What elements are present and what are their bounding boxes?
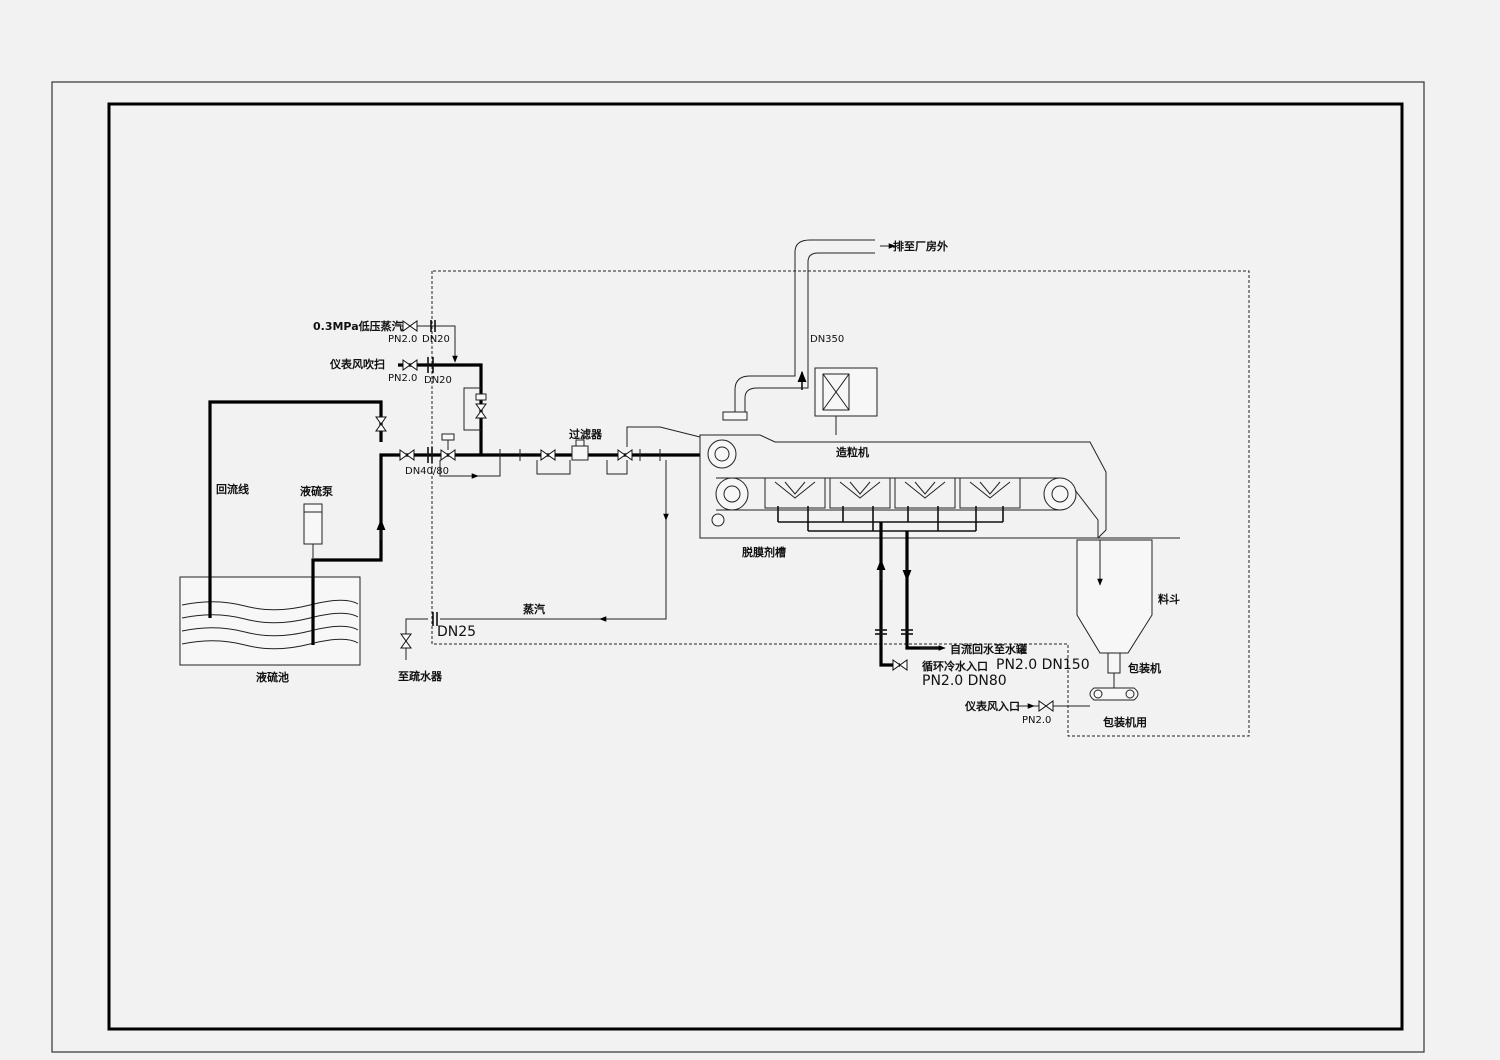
exhaust-fan-icon [814, 367, 878, 435]
cooling-manifold [777, 506, 1004, 532]
drain-valve-icon [400, 633, 412, 649]
inlet-valve-icon [399, 449, 415, 461]
purge-valve-icon [402, 359, 418, 371]
label-to-drain: 至疏水器 [398, 669, 443, 683]
label-for-packer: 包装机用 [1102, 715, 1147, 729]
filter-inlet-valve-icon [540, 449, 556, 461]
label-steam-valve-dn: DN20 [422, 334, 450, 345]
sulfur-pump [303, 503, 323, 558]
equipment-boundary [431, 270, 1250, 737]
packer-icon [1089, 652, 1139, 701]
outlet-branch-line [626, 426, 701, 440]
label-packer: 包装机 [1127, 661, 1161, 675]
return-valve-icon [375, 416, 387, 432]
exhaust-duct [722, 239, 896, 421]
steam-supply-line [400, 320, 458, 363]
filter-icon [571, 439, 589, 461]
sulfur-pool [179, 576, 361, 666]
pump-discharge-pipe [311, 453, 420, 645]
hopper [1076, 539, 1153, 654]
label-instrument-air-inlet: 仪表风入口 [964, 699, 1020, 713]
purge-supply-line [398, 357, 483, 455]
label-cooling-spec: PN2.0 DN80 [922, 673, 1007, 689]
label-steam: 蒸汽 [523, 602, 545, 616]
label-purge-valve-dn: DN20 [424, 375, 452, 386]
control-valve-actuator-icon [441, 433, 455, 450]
inner-frame [107, 102, 1404, 1031]
label-purge-valve-pn: PN2.0 [388, 373, 417, 384]
granulator [699, 434, 1180, 539]
label-sulfur-pool: 液硫池 [256, 670, 289, 684]
label-main-valve-dn: DN40/80 [405, 466, 449, 477]
outer-frame [51, 81, 1425, 1053]
label-sulfur-pump: 液硫泵 [300, 484, 333, 498]
label-return-line: 回流线 [216, 482, 249, 496]
air-inlet-valve-icon [1038, 700, 1054, 712]
label-gravity-return: 自流回水至水罐 [950, 642, 1027, 656]
purge-vertical-valve-icon [475, 403, 487, 419]
label-hopper: 料斗 [1158, 592, 1180, 606]
label-steam-dn: DN25 [437, 624, 476, 640]
main-sulfur-line [420, 447, 700, 463]
label-exhaust-outside: 排至厂房外 [893, 239, 948, 253]
purge-bypass [463, 387, 487, 431]
label-air-inlet-pn: PN2.0 [1022, 715, 1051, 726]
cooling-inlet-valve-icon [892, 659, 908, 671]
label-cooling-water-inlet: 循环冷水入口 [922, 659, 988, 673]
label-release-agent-tank: 脱膜剂槽 [742, 545, 786, 559]
label-exhaust-dn: DN350 [810, 334, 844, 345]
bypass-line [439, 460, 628, 479]
control-valve-icon [440, 449, 456, 461]
label-instrument-air-purge: 仪表风吹扫 [329, 357, 385, 371]
label-steam-valve-pn: PN2.0 [388, 334, 417, 345]
steam-valve-icon [402, 320, 418, 332]
label-granulator: 造粒机 [836, 445, 869, 459]
filter-outlet-valve-icon [617, 449, 633, 461]
label-return-spec: PN2.0 DN150 [996, 657, 1090, 673]
label-filter: 过滤器 [569, 427, 603, 441]
label-low-pressure-steam: 0.3MPa低压蒸汽 [313, 319, 403, 333]
